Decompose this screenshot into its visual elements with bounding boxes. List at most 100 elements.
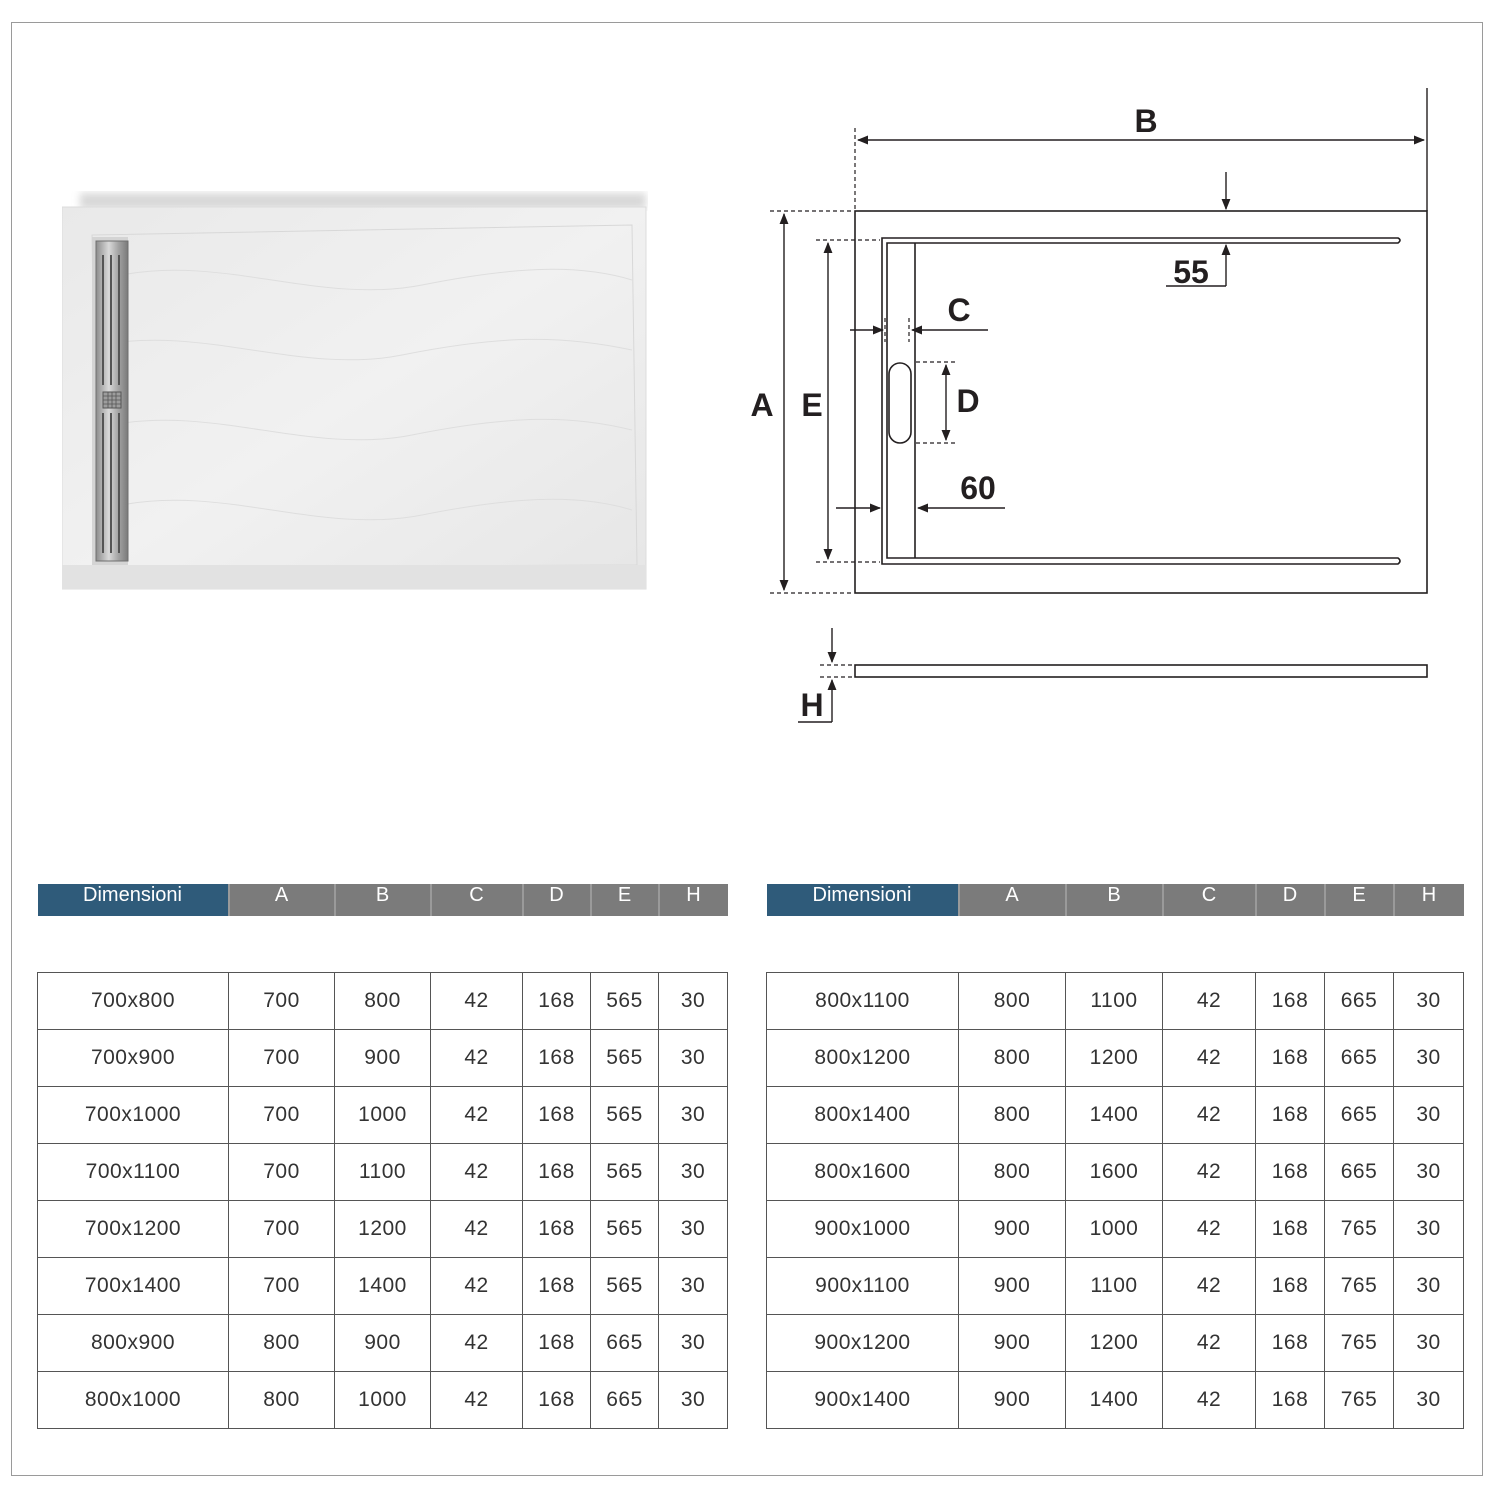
cell-dimensioni: 900x1400 [766,1371,959,1429]
cell-d: 168 [1255,1086,1325,1144]
cell-h: 30 [658,1029,728,1087]
cell-h: 30 [658,1143,728,1201]
cell-c: 42 [430,1257,523,1315]
cell-e: 665 [1324,1086,1394,1144]
cell-e: 765 [1324,1314,1394,1372]
cell-a: 900 [958,1257,1066,1315]
cell-a: 900 [958,1371,1066,1429]
cell-a: 700 [228,1143,335,1201]
cell-a: 800 [958,1029,1066,1087]
cell-b: 800 [334,972,431,1030]
cell-e: 665 [590,1314,659,1372]
cell-h: 30 [1393,1200,1464,1258]
cell-dimensioni: 700x1100 [37,1143,229,1201]
tray-outline [854,210,1428,594]
cell-d: 168 [1255,1257,1325,1315]
cell-dimensioni: 800x1000 [37,1371,229,1429]
cell-a: 700 [228,1200,335,1258]
header-b: B [334,884,432,916]
cell-a: 800 [958,1143,1066,1201]
cell-b: 1400 [334,1257,431,1315]
cell-a: 800 [228,1371,335,1429]
cell-d: 168 [522,1200,591,1258]
cell-d: 168 [1255,1371,1325,1429]
header-e: E [590,884,660,916]
cell-h: 30 [1393,1143,1464,1201]
linear-drain-icon [95,240,129,562]
technical-drawing: B A E 55 C D 60 H [750,88,1428,723]
table-header-row: Dimensioni A B C D E H [37,884,728,916]
cell-c: 42 [430,972,523,1030]
cell-c: 42 [430,1086,523,1144]
cell-dimensioni: 800x1600 [766,1143,959,1201]
cell-dimensioni: 900x1200 [766,1314,959,1372]
cell-b: 1000 [334,1086,431,1144]
cell-c: 42 [1162,972,1256,1030]
cell-c: 42 [430,1371,523,1429]
cell-dimensioni: 700x800 [37,972,229,1030]
cell-c: 42 [1162,1029,1256,1087]
cell-d: 168 [522,1314,591,1372]
cell-b: 1200 [334,1200,431,1258]
cell-a: 700 [228,1257,335,1315]
cell-a: 900 [958,1200,1066,1258]
cell-e: 565 [590,1143,659,1201]
header-d: D [522,884,592,916]
cell-b: 1600 [1065,1143,1163,1201]
header-b: B [1065,884,1164,916]
cell-dimensioni: 700x900 [37,1029,229,1087]
cell-c: 42 [1162,1143,1256,1201]
cell-d: 168 [1255,1029,1325,1087]
cell-dimensioni: 700x1400 [37,1257,229,1315]
cell-b: 1200 [1065,1314,1163,1372]
header-a: A [228,884,336,916]
cell-h: 30 [658,1086,728,1144]
cell-a: 900 [958,1314,1066,1372]
cell-a: 700 [228,1086,335,1144]
header-e: E [1324,884,1395,916]
cell-a: 800 [228,1314,335,1372]
cell-d: 168 [1255,972,1325,1030]
cell-b: 1000 [1065,1200,1163,1258]
cell-e: 565 [590,1086,659,1144]
cell-d: 168 [522,972,591,1030]
cell-c: 42 [1162,1257,1256,1315]
cell-h: 30 [658,1200,728,1258]
header-c: C [1162,884,1257,916]
cell-e: 765 [1324,1257,1394,1315]
cell-dimensioni: 700x1000 [37,1086,229,1144]
cell-b: 900 [334,1314,431,1372]
cell-b: 1000 [334,1371,431,1429]
cell-d: 168 [522,1143,591,1201]
header-h: H [658,884,728,916]
cell-d: 168 [522,1371,591,1429]
header-dimensioni: Dimensioni [766,884,960,916]
cell-b: 1100 [334,1143,431,1201]
cell-dimensioni: 800x1100 [766,972,959,1030]
tray-side-profile [854,664,1428,678]
label-b: B [1134,103,1157,139]
cell-c: 42 [430,1200,523,1258]
header-dimensioni: Dimensioni [37,884,230,916]
cell-dimensioni: 900x1000 [766,1200,959,1258]
cell-h: 30 [1393,1086,1464,1144]
cell-dimensioni: 800x900 [37,1314,229,1372]
cell-dimensioni: 800x1400 [766,1086,959,1144]
cell-e: 565 [590,972,659,1030]
cell-e: 765 [1324,1371,1394,1429]
cell-h: 30 [658,1257,728,1315]
cell-e: 665 [590,1371,659,1429]
cell-a: 800 [958,972,1066,1030]
